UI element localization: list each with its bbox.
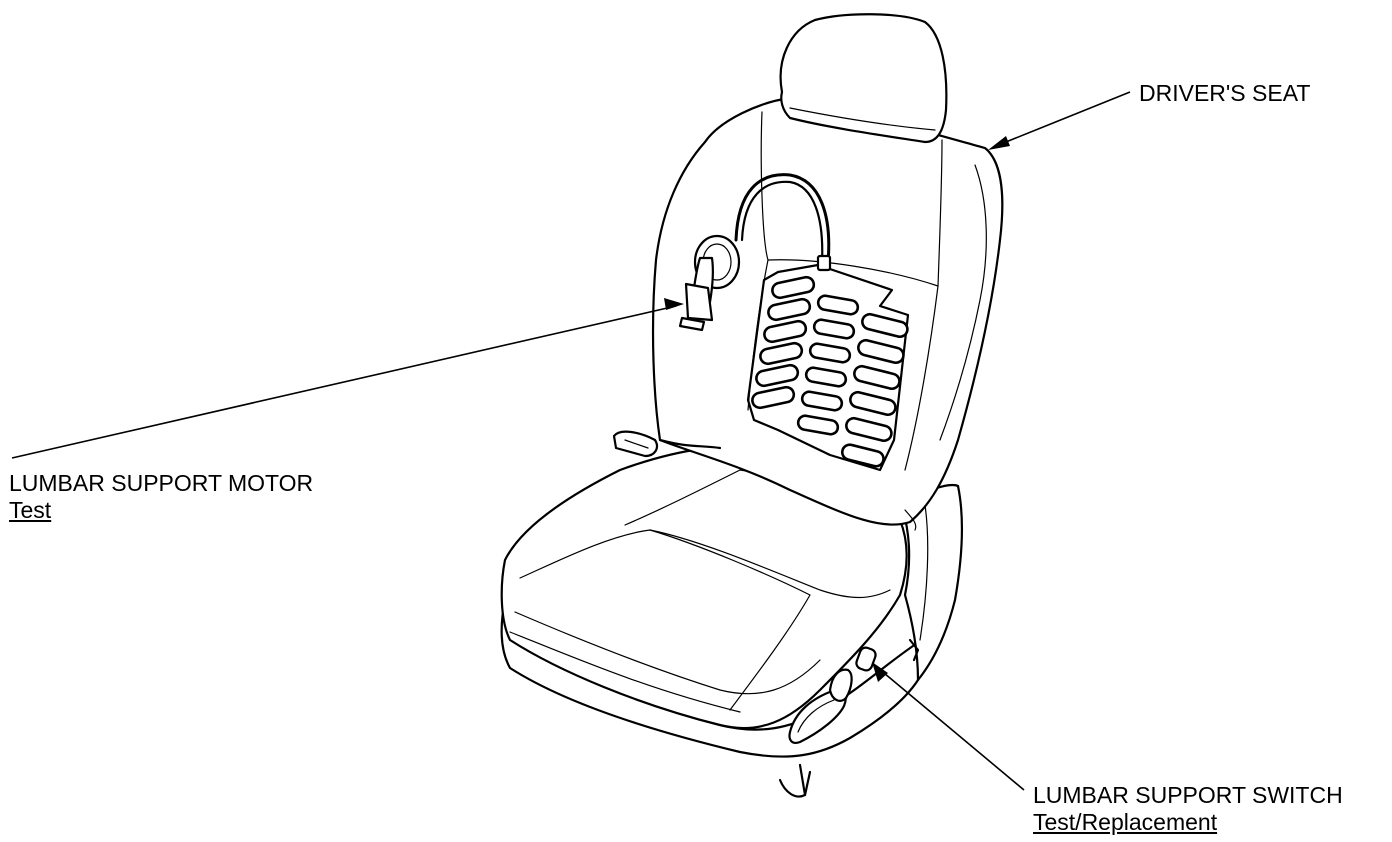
leader-lumbar-switch bbox=[872, 662, 1025, 791]
lumbar-switch-shape bbox=[855, 646, 877, 672]
leader-lumbar-motor bbox=[11, 298, 684, 459]
headrest bbox=[779, 13, 948, 144]
lumbar-switch-test-replacement-link[interactable]: Test/Replacement bbox=[1033, 809, 1218, 835]
leader-drivers-seat bbox=[988, 91, 1131, 150]
seat-side-controls bbox=[788, 646, 877, 744]
callout-drivers-seat: DRIVER'S SEAT bbox=[1139, 80, 1310, 107]
callout-lumbar-motor: LUMBAR SUPPORT MOTOR Test bbox=[9, 470, 313, 524]
callout-lumbar-switch: LUMBAR SUPPORT SWITCH Test/Replacement bbox=[1033, 782, 1343, 836]
drivers-seat-label: DRIVER'S SEAT bbox=[1139, 80, 1311, 106]
lumbar-motor-test-link[interactable]: Test bbox=[9, 497, 52, 523]
lumbar-switch-label: LUMBAR SUPPORT SWITCH bbox=[1033, 782, 1343, 808]
lumbar-motor bbox=[678, 173, 832, 332]
lumbar-motor-label: LUMBAR SUPPORT MOTOR bbox=[9, 470, 314, 496]
lumbar-support-plate bbox=[746, 263, 910, 472]
